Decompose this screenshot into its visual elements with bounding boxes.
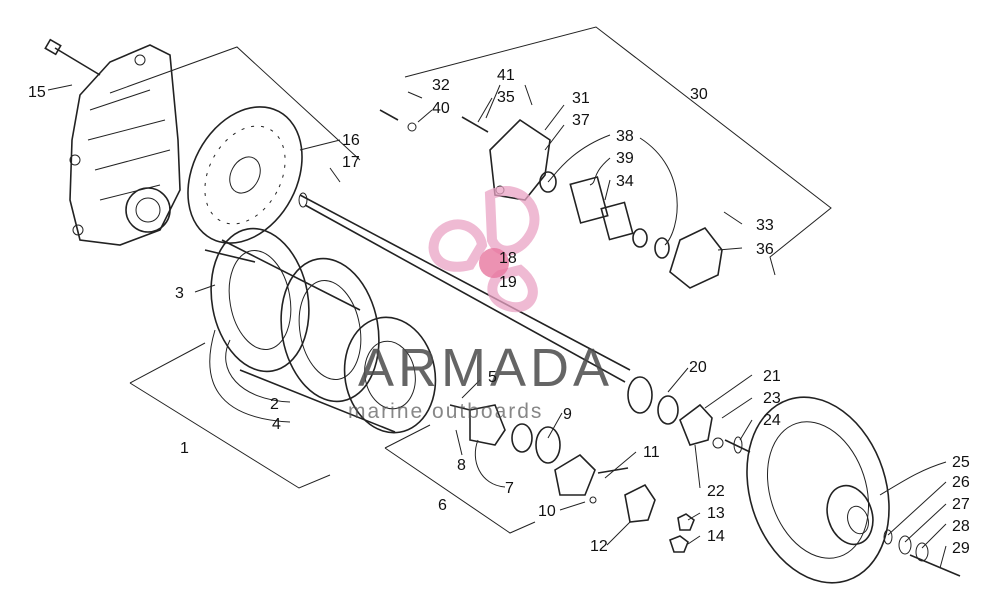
group-frame-main: [109, 46, 361, 161]
driven-sheave: [746, 396, 961, 584]
callout-14: 14: [707, 528, 725, 545]
brake-caliper-assembly: [379, 109, 723, 289]
callout-11: 11: [643, 444, 660, 461]
callout-20: 20: [689, 359, 707, 376]
callout-2: 2: [270, 396, 279, 413]
callout-28: 28: [952, 518, 970, 535]
callout-3: 3: [175, 285, 184, 302]
callout-25: 25: [952, 454, 970, 471]
callout-38: 38: [616, 128, 634, 145]
callout-6: 6: [438, 497, 447, 514]
callout-22: 22: [707, 483, 725, 500]
callout-9: 9: [563, 406, 572, 423]
callout-37: 37: [572, 112, 590, 129]
callout-39: 39: [616, 150, 634, 167]
callout-26: 26: [952, 474, 970, 491]
callout-labels: 1 2 3 4 5 6 7 8 9 10 11 12 13 14 15 16 1…: [28, 67, 970, 557]
callout-15: 15: [28, 84, 46, 101]
callout-27: 27: [952, 496, 970, 513]
callout-41: 41: [497, 67, 515, 84]
callout-32: 32: [432, 77, 450, 94]
armada-logo-icon: [428, 186, 540, 313]
callout-35: 35: [497, 89, 515, 106]
callout-5: 5: [488, 369, 497, 386]
watermark-title: ARMADA: [358, 338, 613, 398]
brake-disc: [187, 106, 303, 244]
callout-7: 7: [505, 480, 514, 497]
callout-21: 21: [763, 368, 781, 385]
callout-30: 30: [690, 86, 708, 103]
drive-shaft: [298, 192, 631, 383]
callout-29: 29: [952, 540, 970, 557]
callout-16: 16: [342, 132, 360, 149]
callout-8: 8: [457, 457, 466, 474]
watermark-subtitle: marine outboards: [348, 400, 543, 423]
callout-33: 33: [756, 217, 774, 234]
callout-12: 12: [590, 538, 608, 555]
drive-sprocket-assembly: [204, 227, 437, 434]
callout-13: 13: [707, 505, 725, 522]
callout-40: 40: [432, 100, 450, 117]
callout-24: 24: [763, 412, 781, 429]
group-frame-30: [404, 26, 832, 276]
callout-1: 1: [180, 440, 189, 457]
group-frame-1: [129, 342, 331, 489]
bearing-flange-group: [449, 376, 751, 553]
callout-4: 4: [272, 416, 281, 433]
group-frame-6: [384, 424, 536, 534]
callout-17: 17: [342, 154, 360, 171]
callout-34: 34: [616, 173, 634, 190]
leader-lines: [47, 84, 947, 569]
callout-23: 23: [763, 390, 781, 407]
callout-31: 31: [572, 90, 590, 107]
callout-10: 10: [538, 503, 556, 520]
chaincase-housing: [69, 44, 181, 246]
callout-36: 36: [756, 241, 774, 258]
bolt-15: [44, 38, 101, 76]
callout-19: 19: [499, 274, 517, 291]
callout-18: 18: [499, 250, 517, 267]
